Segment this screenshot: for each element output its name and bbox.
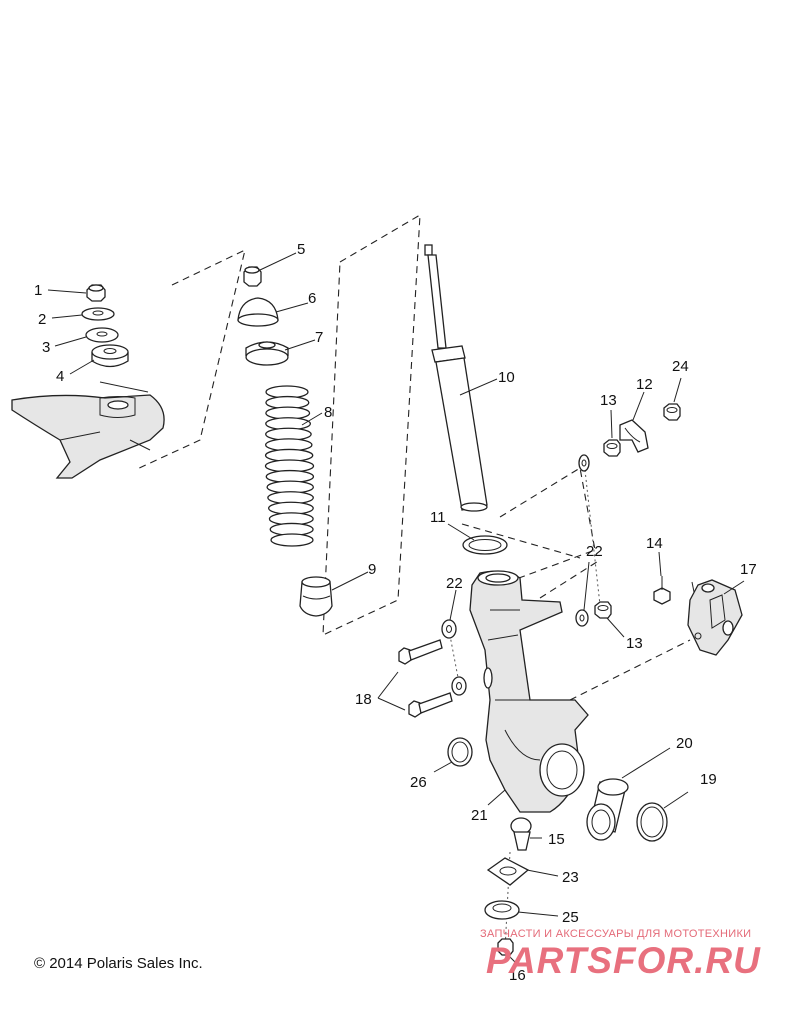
label-part-20: 20 xyxy=(676,735,693,752)
part-8-coil-spring xyxy=(264,385,315,547)
label-part-26: 26 xyxy=(410,774,427,791)
part-15-ball-joint xyxy=(510,817,532,851)
label-part-24: 24 xyxy=(672,358,689,375)
label-part-19: 19 xyxy=(700,771,717,788)
part-5-nut xyxy=(243,266,262,287)
frame-mount-bracket xyxy=(11,381,165,479)
label-part-1: 1 xyxy=(34,282,42,299)
part-11-o-ring xyxy=(462,535,508,555)
label-part-3: 3 xyxy=(42,339,50,356)
label-part-2: 2 xyxy=(38,311,46,328)
part-14-bolt xyxy=(653,576,671,605)
part-10-shock-absorber xyxy=(424,244,488,512)
part-23-plate xyxy=(486,857,530,886)
watermark-caption: ЗАПЧАСТИ И АКСЕССУАРЫ ДЛЯ МОТОТЕХНИКИ xyxy=(480,928,752,940)
part-9-bump-stop xyxy=(299,576,333,617)
assembly-guide-lines xyxy=(134,214,691,951)
label-part-9: 9 xyxy=(368,561,376,578)
part-16-nut xyxy=(497,938,514,956)
part-26-o-ring xyxy=(447,737,473,767)
spring-coil xyxy=(270,533,314,547)
part-17-bracket xyxy=(687,579,743,656)
part-12-clip xyxy=(619,419,649,453)
label-part-11: 11 xyxy=(430,509,446,526)
part-number-labels: 1 2 3 4 5 6 7 8 9 10 11 12 13 13 14 15 1… xyxy=(34,241,757,984)
label-part-21: 21 xyxy=(471,807,488,824)
label-part-22-right: 22 xyxy=(586,543,603,560)
part-20-bearing xyxy=(586,778,629,841)
label-part-18: 18 xyxy=(355,691,372,708)
part-1-nut xyxy=(86,284,106,302)
label-part-5: 5 xyxy=(297,241,305,258)
part-13-nut-upper xyxy=(603,439,621,457)
part-22-washer-right xyxy=(575,609,589,627)
part-18-bolt-lower xyxy=(408,692,453,718)
label-part-10: 10 xyxy=(498,369,515,386)
label-part-6: 6 xyxy=(308,290,316,307)
copyright-notice: © 2014 Polaris Sales Inc. xyxy=(34,955,203,972)
leader-lines xyxy=(47,252,745,964)
part-22-washer-left xyxy=(441,619,457,639)
part-6-spring-seat xyxy=(237,297,279,327)
washer-lower-left xyxy=(451,676,467,696)
label-part-12: 12 xyxy=(636,376,653,393)
part-3-washer xyxy=(85,327,119,343)
part-19-snap-ring xyxy=(636,802,668,842)
part-13-nut-lower xyxy=(594,601,612,619)
part-2-washer xyxy=(81,307,115,321)
part-18-bolt-upper xyxy=(398,639,443,665)
label-part-13-lower: 13 xyxy=(626,635,643,652)
part-21-knuckle xyxy=(469,570,589,813)
label-part-16: 16 xyxy=(509,967,526,984)
watermark-logo: PARTSFOR.RU xyxy=(486,940,761,981)
label-part-4: 4 xyxy=(56,368,64,385)
part-4-bushing xyxy=(91,344,129,368)
label-part-22-left: 22 xyxy=(446,575,463,592)
part-25-boot xyxy=(484,900,520,920)
label-part-17: 17 xyxy=(740,561,757,578)
part-24-nut xyxy=(663,403,681,421)
label-part-8: 8 xyxy=(324,404,332,421)
label-part-25: 25 xyxy=(562,909,579,926)
label-part-23: 23 xyxy=(562,869,579,886)
label-part-14: 14 xyxy=(646,535,663,552)
washer-upper xyxy=(578,454,590,472)
part-7-retainer xyxy=(245,341,289,366)
label-part-13-upper: 13 xyxy=(600,392,617,409)
label-part-15: 15 xyxy=(548,831,565,848)
label-part-7: 7 xyxy=(315,329,323,346)
